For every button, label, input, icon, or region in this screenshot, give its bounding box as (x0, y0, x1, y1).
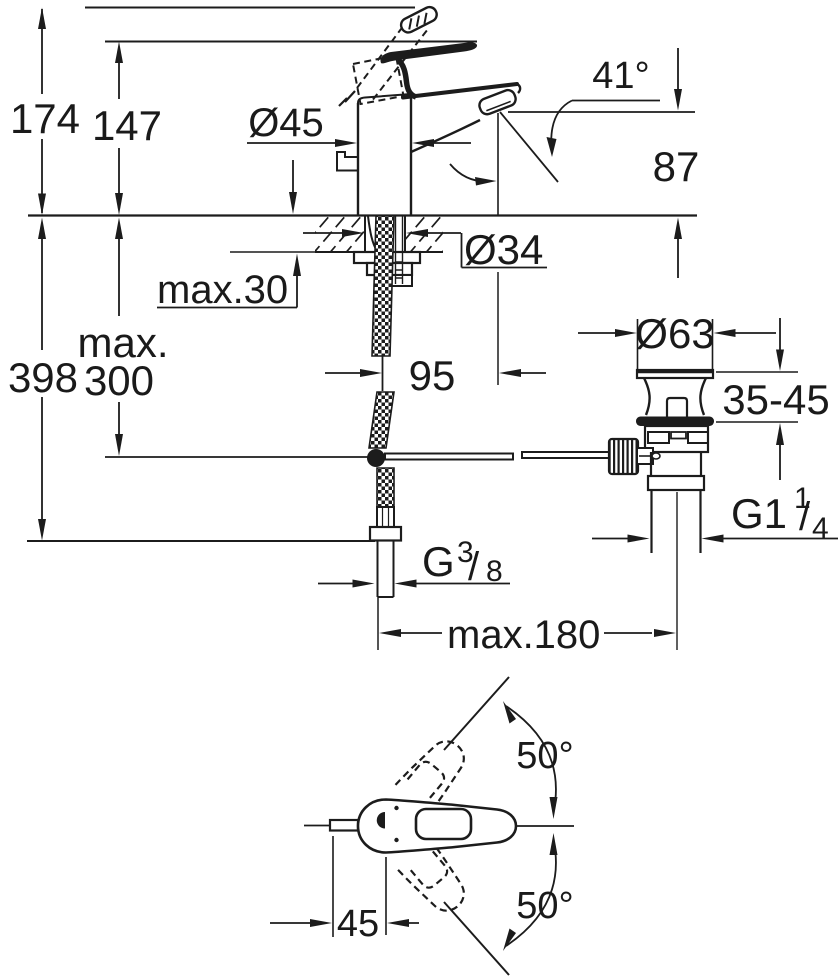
swing-line-upper (443, 676, 510, 751)
dim-rod-max-label-1: max. (77, 319, 168, 366)
tailpipe-collar (646, 474, 706, 492)
hose-tail (376, 541, 395, 598)
pop-up-knob (336, 151, 358, 172)
lever-handle (380, 42, 478, 64)
threaded-stud-end (390, 274, 413, 287)
spout-top-edge (401, 82, 519, 100)
horizontal-rod-left (384, 452, 514, 461)
cartridge-dashed-outline (351, 54, 405, 106)
pop-up-rod-linkage (105, 449, 613, 467)
waste-mid-section (649, 452, 703, 476)
pull-rod-end (328, 818, 360, 832)
braided-hose-upper (371, 215, 395, 357)
dim-center-distance-label: max.180 (447, 613, 600, 657)
swing-line-lower (443, 901, 510, 976)
waste-thread-slash: / (799, 495, 811, 539)
dim-flange-diameter-label: Ø63 (635, 310, 714, 357)
dim-body-diameter-label: Ø45 (248, 101, 324, 145)
waste-slot-left (647, 431, 670, 444)
ball-joint (367, 449, 385, 467)
dim-rod-max-300: max. 300 (77, 217, 169, 456)
horizontal-rod-right (521, 451, 613, 459)
waste-neck (642, 377, 708, 416)
tailpipe (650, 490, 702, 553)
dim-basin-thickness-label: 35-45 (722, 376, 829, 423)
raised-handle-position (338, 5, 438, 107)
swing-range-lower (394, 837, 465, 912)
dim-stream-angle-label: 41° (592, 55, 649, 97)
dim-total-height-label: 174 (10, 95, 80, 142)
aerator (478, 88, 517, 116)
plug-guide (665, 396, 689, 417)
dim-spout-reach-label: 95 (409, 352, 456, 399)
body-top (357, 93, 412, 104)
dim-stream-angle-41: 41° (449, 55, 660, 186)
hose-thread-denominator: 8 (486, 555, 503, 588)
dim-outlet-height-label: 87 (653, 143, 700, 190)
dim-outlet-height-87: 87 (653, 48, 700, 278)
threaded-stud (394, 216, 404, 284)
hose-crimp-fitting (376, 506, 395, 528)
spout-underside (410, 118, 481, 154)
dim-hole-diameter-34: Ø34 (303, 226, 547, 385)
dim-spout-reach-95: 95 (325, 352, 546, 399)
lever-neck (396, 57, 418, 100)
braided-hose-middle (368, 391, 395, 449)
dim-swing-upper-50: 50° (503, 701, 574, 819)
clamp-screw-head (651, 452, 661, 460)
dim-deck-thickness-label: max.30 (157, 268, 288, 312)
dim-handle-height-label: 147 (92, 102, 162, 149)
waste-thread-denominator: 4 (812, 512, 829, 545)
pop-up-waste-assembly (607, 319, 798, 650)
indicator-mark (376, 812, 385, 829)
dim-hole-diameter-label: Ø34 (464, 226, 543, 273)
waste-seal (636, 416, 714, 426)
hose-thread-numerator: 3 (457, 536, 474, 569)
deck-hole-edges (364, 215, 406, 252)
detail-dot-bottom (394, 837, 399, 843)
dim-flange-diameter-63: Ø63 (578, 310, 776, 357)
flange-extension-lines (636, 319, 714, 369)
dim-handle-height-147: 147 (92, 41, 162, 215)
dim-swing-lower-50: 50° (503, 833, 574, 951)
waste-thread-base: G1 (731, 490, 787, 537)
water-stream-line (499, 111, 559, 183)
detail-dot-top (394, 805, 399, 811)
hose-nut (368, 525, 403, 542)
dim-body-diameter-45: Ø45 (247, 101, 471, 147)
spout-tip (516, 82, 522, 94)
dim-swing-lower-label: 50° (516, 885, 573, 927)
dim-handle-offset-label: 45 (337, 903, 379, 945)
dim-rod-max-label-2: 300 (84, 357, 154, 404)
dim-deck-thickness-max30: max.30 (157, 160, 301, 312)
dim-handle-offset-45: 45 (270, 836, 419, 945)
dim-depth-398: 398 (8, 217, 78, 541)
waste-thread-numerator: 1 (794, 482, 811, 515)
hose-thread-slash: / (468, 545, 480, 589)
dim-waste-thread-g114: G1 1 / 4 (592, 482, 838, 545)
waste-slot-center (670, 431, 687, 440)
dim-swing-upper-label: 50° (516, 735, 573, 777)
handle-loop-cutout (414, 807, 473, 841)
fitting-ridges (381, 507, 390, 527)
dim-hose-thread-g38: G 3 / 8 (318, 536, 510, 650)
swing-range-upper (394, 740, 465, 815)
supply-hoses (367, 215, 403, 598)
dim-basin-thickness-35-45: 35-45 (722, 318, 830, 480)
dim-depth-label: 398 (8, 354, 78, 401)
rod-clamp-knob (607, 437, 640, 476)
faucet-front-view (336, 5, 695, 216)
dim-center-distance-max180: max.180 (379, 613, 676, 657)
reference-lines (27, 6, 697, 542)
handle-top-view: 50° 50° 45 (270, 676, 574, 976)
braided-hose-lower (376, 467, 395, 509)
dim-total-height-174: 174 (10, 7, 80, 215)
basin-extension-lines (716, 371, 798, 423)
waste-slot-right (687, 431, 709, 444)
hose-thread-base: G (422, 538, 455, 585)
